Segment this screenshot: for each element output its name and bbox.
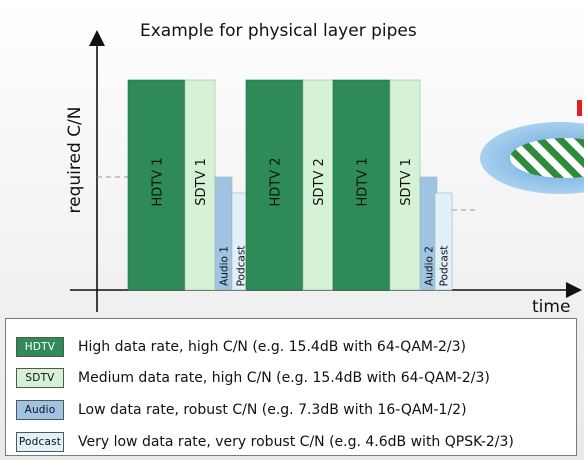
y-axis-label: required C/N: [65, 107, 85, 214]
legend-text-podcast: Very low data rate, very robust C/N (e.g…: [78, 434, 514, 450]
sdtv-bar-label: SDTV 1: [194, 158, 209, 206]
audio-bar-label: Audio 1: [219, 246, 231, 286]
podcast-bar-label: Podcast: [439, 246, 451, 287]
legend: HDTV High data rate, high C/N (e.g. 15.4d…: [5, 318, 577, 456]
legend-swatch-sdtv: SDTV: [16, 368, 64, 388]
legend-text-hdtv: High data rate, high C/N (e.g. 15.4dB wi…: [78, 339, 467, 355]
legend-swatch-audio: Audio: [16, 400, 64, 420]
hdtv-bar: [332, 79, 391, 291]
legend-row-sdtv: SDTV Medium data rate, high C/N (e.g. 15.…: [16, 367, 490, 389]
legend-row-hdtv: HDTV High data rate, high C/N (e.g. 15.4d…: [16, 336, 466, 358]
sdtv-bar-label: SDTV 2: [312, 158, 327, 206]
sdtv-bar: [389, 79, 421, 291]
hdtv-bar-label: HDTV 1: [356, 157, 371, 206]
audio-bar-label: Audio 2: [424, 246, 436, 286]
coverage-inner-ellipse: [510, 138, 584, 178]
bar-group: HDTV 1 SDTV 1 Audio 1 Podcast HDTV 2 SDTV 2 HD…: [127, 79, 453, 291]
legend-text-audio: Low data rate, robust C/N (e.g. 7.3dB wi…: [78, 402, 467, 418]
legend-swatch-hdtv: HDTV: [16, 337, 64, 357]
x-axis-label: time: [532, 297, 570, 317]
red-marker: [577, 100, 582, 116]
legend-row-podcast: Podcast Very low data rate, very robust C…: [16, 431, 514, 453]
legend-text-sdtv: Medium data rate, high C/N (e.g. 15.4dB …: [78, 370, 490, 386]
legend-row-audio: Audio Low data rate, robust C/N (e.g. 7.3…: [16, 399, 467, 421]
hdtv-bar-label: HDTV 2: [269, 157, 284, 206]
hdtv-bar: [127, 79, 186, 291]
podcast-bar: [434, 192, 453, 291]
hdtv-bar-label: HDTV 1: [151, 157, 166, 206]
sdtv-bar-label: SDTV 1: [399, 158, 414, 206]
diagram-title: Example for physical layer pipes: [140, 21, 417, 41]
sdtv-bar: [184, 79, 216, 291]
plp-diagram: Example for physical layer pipes require…: [65, 21, 584, 317]
podcast-bar-label: Podcast: [236, 246, 248, 287]
legend-swatch-podcast: Podcast: [16, 432, 64, 452]
